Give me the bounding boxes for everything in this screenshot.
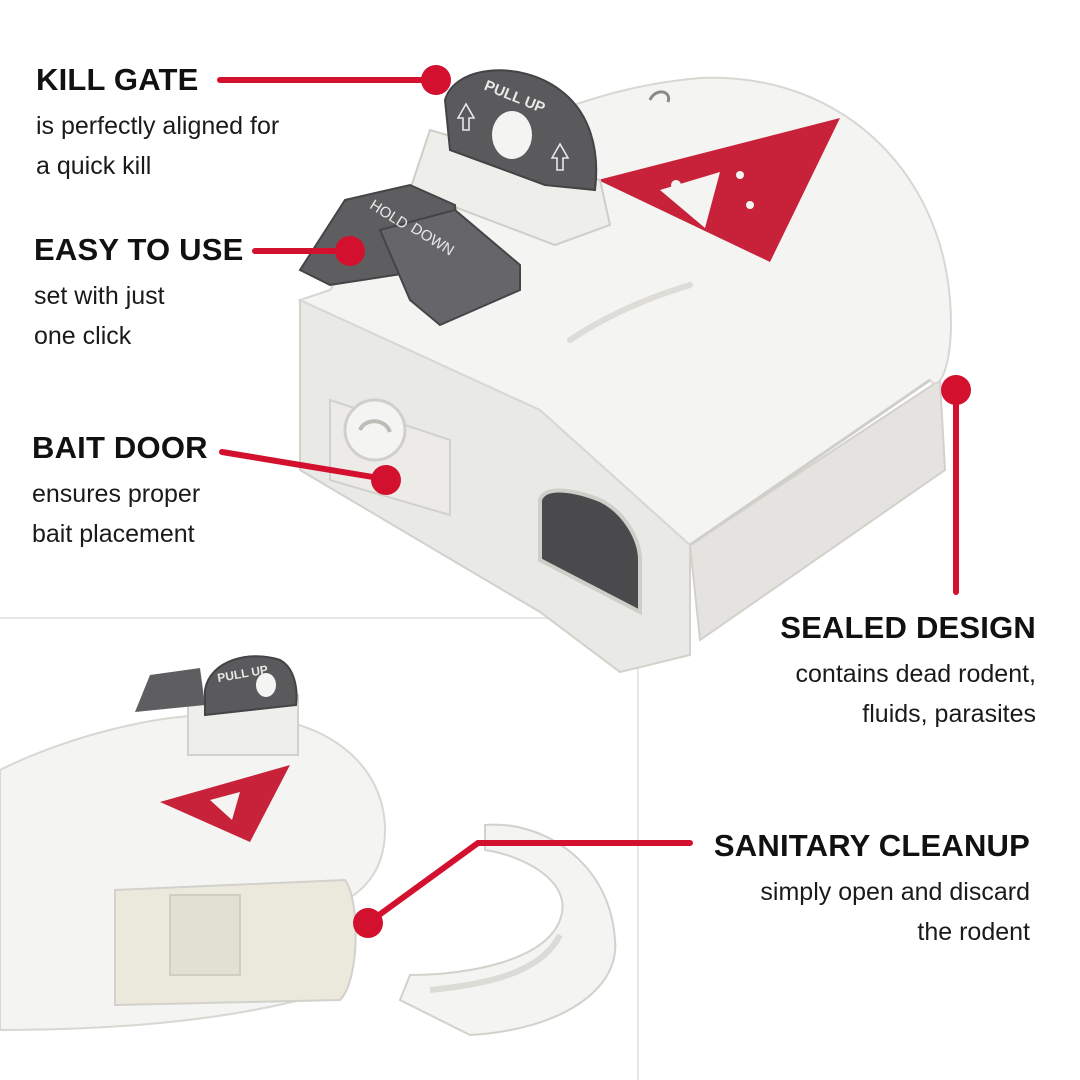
feature-desc-line: contains dead rodent,: [795, 660, 1036, 688]
feature-desc-line: simply open and discard: [760, 878, 1030, 906]
feature-easy-to-use: EASY TO USE set with just one click: [34, 232, 244, 356]
feature-title: SEALED DESIGN: [780, 610, 1036, 645]
arrow-up-icon: [550, 142, 570, 171]
callout-bait-door: [219, 449, 388, 482]
detached-end-cap: [398, 823, 617, 1037]
feature-desc-line: bait placement: [32, 520, 195, 548]
feature-desc-line: the rodent: [917, 918, 1030, 946]
callout-sanitary: [365, 840, 693, 926]
feature-desc-line: set with just: [34, 282, 165, 310]
rodent-entrance: [538, 488, 642, 616]
kill-gate-tab: PULL UP: [443, 69, 598, 192]
feature-bait-door: BAIT DOOR ensures proper bait placement: [32, 430, 208, 554]
feature-title: EASY TO USE: [34, 232, 244, 267]
brand-logo-mark: [598, 118, 840, 262]
feature-kill-gate: KILL GATE is perfectly aligned for a qui…: [36, 62, 279, 186]
feature-title: KILL GATE: [36, 62, 199, 97]
arrow-up-icon: [456, 102, 476, 131]
feature-title: SANITARY CLEANUP: [713, 828, 1030, 863]
feature-title: BAIT DOOR: [32, 430, 208, 465]
feature-desc-line: fluids, parasites: [862, 700, 1036, 728]
feature-desc-line: is perfectly aligned for: [36, 112, 280, 140]
open-trap: PULL UP: [0, 655, 617, 1037]
open-trap-gate: PULL UP: [135, 655, 299, 756]
bait-door: [329, 398, 451, 517]
feature-sealed-design: SEALED DESIGN contains dead rodent, flui…: [780, 610, 1036, 734]
feature-desc-line: one click: [34, 322, 132, 350]
feature-desc-line: ensures proper: [32, 480, 201, 508]
panel-divider: [0, 617, 639, 1080]
feature-sanitary-cleanup: SANITARY CLEANUP simply open and discard…: [714, 828, 1030, 952]
main-trap: PULL UP HOLD DOWN: [297, 69, 952, 674]
callout-dots: [335, 65, 971, 938]
trap-body-side: [688, 378, 947, 642]
callout-lines: [217, 77, 959, 926]
feature-desc-line: a quick kill: [36, 152, 152, 180]
